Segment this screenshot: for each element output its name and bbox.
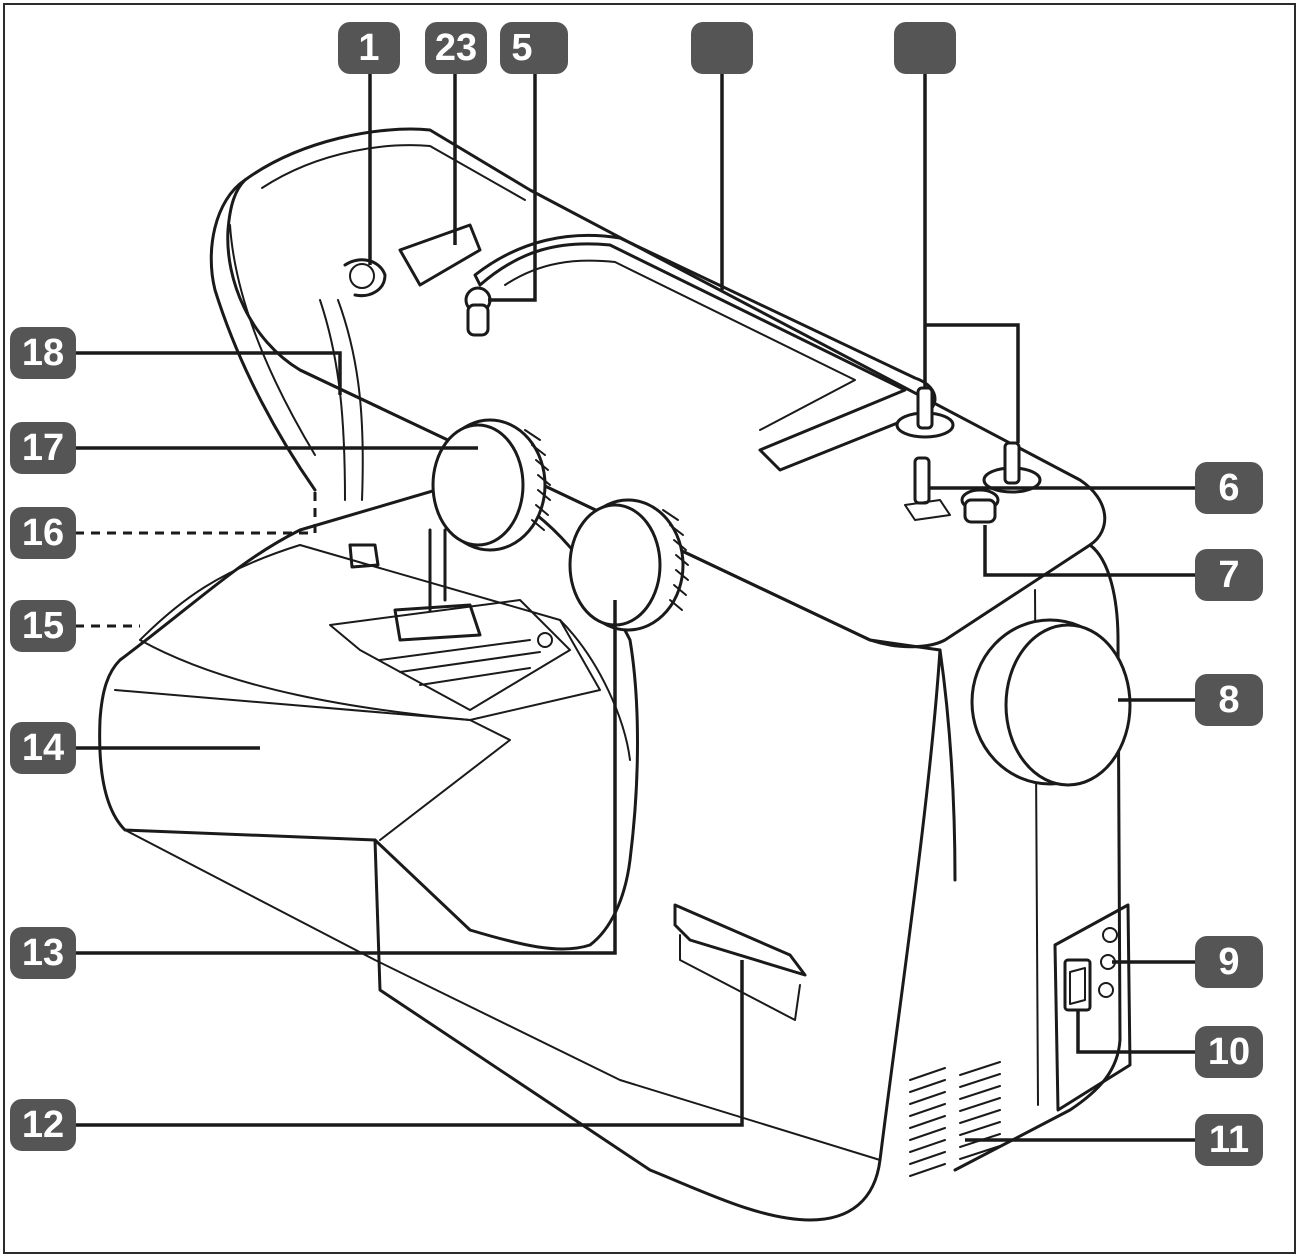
callout-top-a [691, 22, 753, 74]
head-face [209, 178, 317, 492]
callout-16: 16 [10, 507, 76, 559]
bed-lower-edge [124, 829, 881, 1161]
tension-slot [319, 299, 346, 501]
callout-23: 23 [425, 22, 487, 74]
needle-plate-guides [379, 639, 541, 686]
thread-guide-plate [398, 223, 482, 287]
leader-16 [75, 490, 317, 535]
bobbin-stopper [963, 498, 997, 524]
tension-slot-b [337, 299, 364, 501]
callout-13: 13 [10, 927, 76, 979]
callout-5: 5 [500, 22, 568, 74]
socket-pin-c [1098, 982, 1114, 998]
callout-7: 7 [1195, 549, 1263, 601]
bed-groove [559, 619, 631, 761]
callout-12: 12 [10, 1099, 76, 1151]
needle-clamp-screw [348, 543, 380, 569]
carry-handle [473, 233, 937, 472]
callout-16-label: 16 [22, 512, 64, 554]
bed-top-edge [114, 689, 511, 841]
callout-7-label: 7 [1218, 554, 1239, 596]
needle-plate [329, 599, 571, 711]
callout-15-label: 15 [22, 605, 64, 647]
presser-foot [393, 603, 482, 642]
spool-pin-1 [916, 386, 934, 430]
accessory-box-lid [139, 544, 601, 721]
callout-9-label: 9 [1218, 941, 1239, 983]
callout-8: 8 [1195, 674, 1263, 726]
vent-slots [909, 1061, 1001, 1177]
callout-10-label: 10 [1208, 1031, 1250, 1073]
thread-guide-5-post [466, 303, 490, 337]
callout-10: 10 [1195, 1026, 1263, 1078]
dial-knurl-17 [524, 429, 551, 531]
callout-14: 14 [10, 722, 76, 774]
take-up-eye [349, 263, 375, 289]
machine-top-cover [226, 127, 1107, 649]
callout-11: 11 [1195, 1114, 1263, 1166]
free-arm-bed [98, 478, 639, 951]
bobbin-winder-base [904, 499, 951, 521]
callout-12-label: 12 [22, 1104, 64, 1146]
socket-panel [1053, 903, 1132, 1112]
thread-take-up-lever [343, 258, 387, 298]
callout-23-label: 23 [435, 27, 477, 69]
callout-15: 15 [10, 600, 76, 652]
leader-top-b [923, 72, 1020, 443]
callout-18: 18 [10, 327, 76, 379]
socket-pin-a [1102, 927, 1118, 943]
diagram-border [3, 3, 1296, 1254]
callout-14-label: 14 [22, 727, 64, 769]
callout-8-label: 8 [1218, 679, 1239, 721]
body-right-side [953, 543, 1122, 1172]
callout-5-label: 5 [511, 27, 532, 69]
callout-9: 9 [1195, 936, 1263, 988]
callout-11-label: 11 [1209, 1119, 1249, 1161]
bobbin-winder-spindle [913, 456, 931, 505]
callout-6: 6 [1195, 462, 1263, 514]
power-switch-rocker [1069, 967, 1086, 1005]
callout-17: 17 [10, 422, 76, 474]
callout-18-label: 18 [22, 332, 64, 374]
leader-7 [983, 525, 1195, 577]
callout-top-b [894, 22, 956, 74]
reverse-lever [673, 903, 807, 977]
pattern-dial-face [431, 423, 525, 547]
head-face-inner [229, 224, 316, 456]
leader-12 [75, 960, 744, 1127]
spool-pin-2 [1003, 441, 1021, 485]
leader-18 [75, 351, 342, 395]
reverse-lever-slot [679, 934, 801, 1021]
handwheel-face [1004, 623, 1132, 787]
needle-plate-screw [537, 632, 553, 648]
top-cover-rim [261, 144, 526, 201]
callout-1-label: 1 [358, 27, 379, 69]
leader-10 [1076, 1010, 1195, 1054]
dial-knurl-13 [662, 509, 689, 611]
callout-13-label: 13 [22, 932, 64, 974]
leader-13 [75, 600, 617, 955]
callout-17-label: 17 [22, 427, 64, 469]
callout-1: 1 [338, 22, 400, 74]
leader-5 [488, 72, 537, 302]
body-front [373, 648, 942, 1222]
callout-6-label: 6 [1218, 467, 1239, 509]
handle-inner [504, 259, 856, 431]
needle-bar [428, 528, 447, 612]
